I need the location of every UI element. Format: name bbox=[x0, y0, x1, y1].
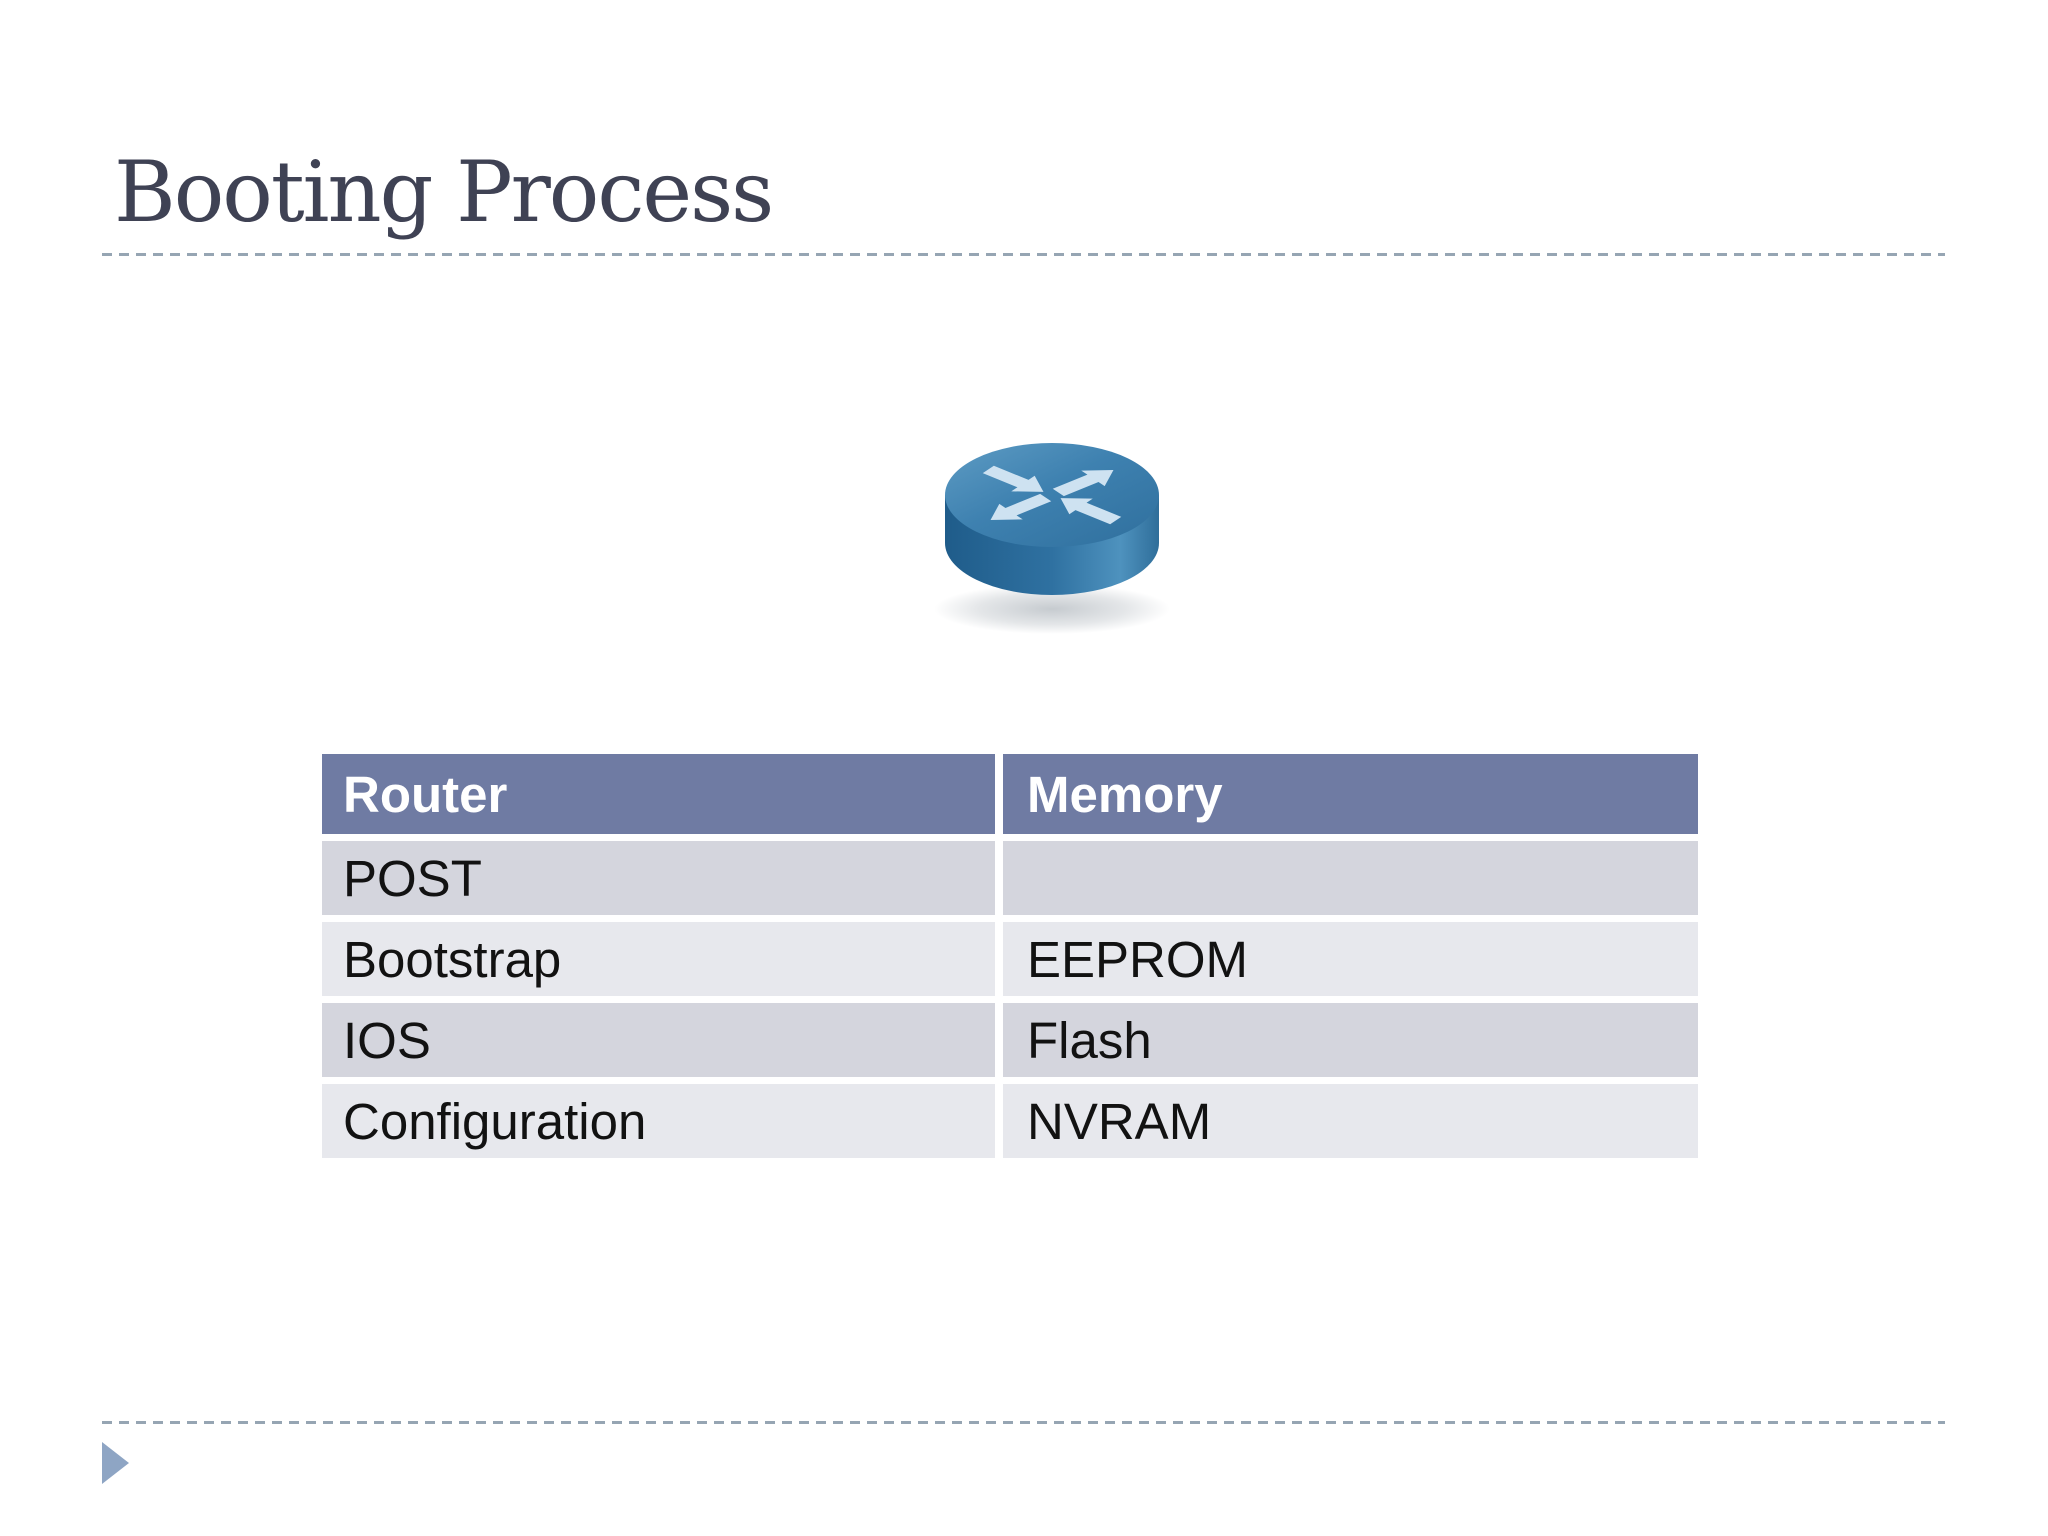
table-row: IOS Flash bbox=[322, 1003, 1698, 1077]
column-header-router: Router bbox=[322, 754, 995, 834]
boot-process-table: Router Memory POST Bootstrap EEPROM IOS … bbox=[322, 754, 1698, 1158]
table-row: Bootstrap EEPROM bbox=[322, 922, 1698, 996]
table-cell-memory bbox=[1003, 841, 1698, 915]
router-icon bbox=[934, 443, 1170, 634]
table-cell-router: POST bbox=[322, 841, 995, 915]
footer-dashed-line bbox=[102, 1421, 1945, 1424]
table-cell-memory: Flash bbox=[1003, 1003, 1698, 1077]
table-cell-memory: EEPROM bbox=[1003, 922, 1698, 996]
router-body-top bbox=[945, 443, 1159, 547]
table-row: Configuration NVRAM bbox=[322, 1084, 1698, 1158]
right-triangle-marker-icon bbox=[102, 1442, 129, 1484]
router-arrows-icon bbox=[982, 465, 1122, 525]
router-shadow bbox=[934, 584, 1170, 634]
table-row: POST bbox=[322, 841, 1698, 915]
table-cell-router: IOS bbox=[322, 1003, 995, 1077]
table-header-row: Router Memory bbox=[322, 754, 1698, 834]
title-divider-dashed-line bbox=[102, 253, 1945, 256]
table-cell-router: Configuration bbox=[322, 1084, 995, 1158]
page-title: Booting Process bbox=[114, 143, 774, 241]
table-cell-memory: NVRAM bbox=[1003, 1084, 1698, 1158]
column-header-memory: Memory bbox=[1003, 754, 1698, 834]
table-cell-router: Bootstrap bbox=[322, 922, 995, 996]
